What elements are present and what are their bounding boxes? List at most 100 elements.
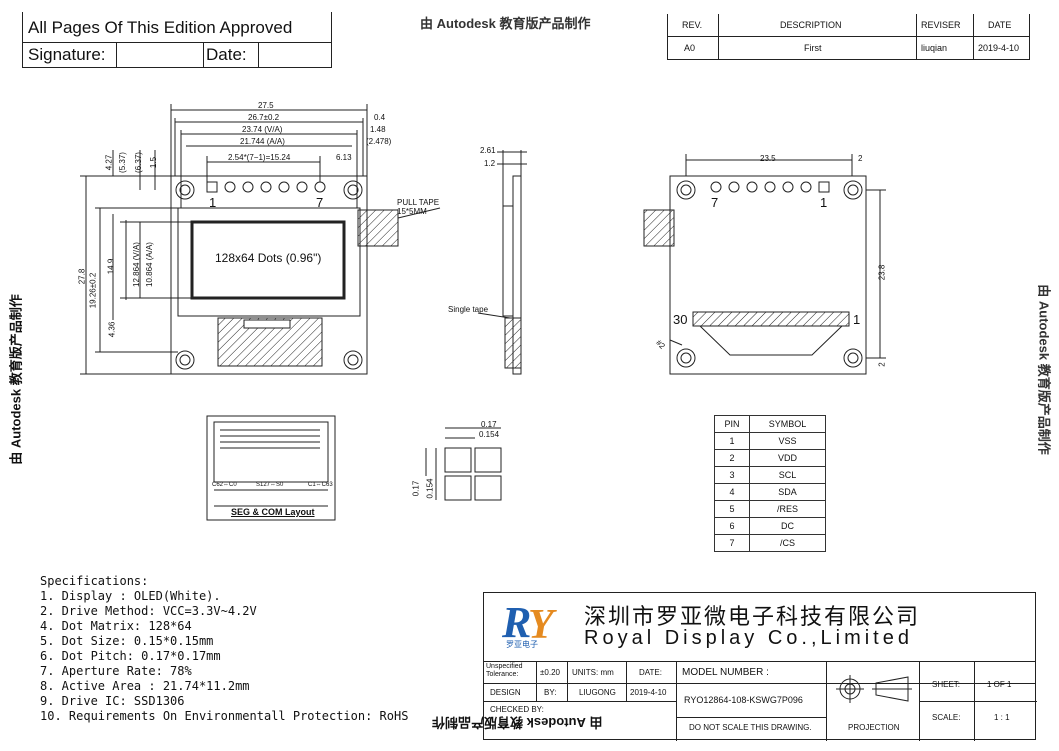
tb-col-7 [974,661,975,741]
sheet-value: 1 OF 1 [987,680,1012,689]
pin-row-7-symbol: /CS [749,534,826,552]
approval-divider [23,42,331,43]
date-value-divider [258,42,259,68]
tolerance-value: ±0.20 [540,668,560,677]
seg-com-label-s127: S127⇔S0 [256,482,284,488]
pin-row-3-pin: 3 [714,466,750,484]
design-label: DESIGN [490,688,521,697]
model-number-label: MODEL NUMBER : [682,667,769,678]
front-hole-tl [175,180,195,200]
dim-6-37: (6.37) [133,152,143,173]
dot-detail-4 [474,475,502,501]
projection-label: PROJECTION [848,723,900,732]
front-hole-bl [175,350,195,370]
dot-dim-0-154-top: 0.154 [479,430,500,439]
pin-row-4-symbol: SDA [749,483,826,501]
back-hole-bl [676,348,696,368]
front-pin-3 [242,181,254,193]
back-fpc-outline [699,325,843,356]
back-hole-tr [843,180,863,200]
spec-item: 6. Dot Pitch: 0.17*0.17mm [40,649,221,663]
pin-row-5-pin: 5 [714,500,750,518]
seg-com-outline [206,415,336,521]
tb-col-1 [536,661,537,701]
pin-row-7-pin: 7 [714,534,750,552]
projection-symbol [836,675,912,703]
design-date: 2019-4-10 [630,688,667,697]
by-label: BY: [544,688,557,697]
dim-19-26: 19.26±0.2 [88,272,98,309]
dot-dim-0-17-left: 0.17 [411,480,421,497]
watermark-top: 由 Autodesk 教育版产品制作 [420,16,591,31]
pin-header: PIN [714,415,750,433]
side-view-glass [502,205,514,317]
dim-4-36: 4.36 [107,321,117,338]
dim-14-9: 14.9 [106,258,116,275]
seg-com-label-c62: C62⇔C0 [212,482,237,488]
description-value: First [804,43,822,53]
front-hole-tr [343,180,363,200]
dim-10-864: 10.864 (A/A) [144,242,154,287]
dim-4-27: 4.27 [104,154,114,171]
sheet-label: SHEET: [932,680,961,689]
side-dim-1-2: 1.2 [484,159,496,168]
front-pin-5 [278,181,290,193]
no-scale-note: DO NOT SCALE THIS DRAWING. [689,723,812,732]
spec-item: 10. Requirements On Environmentall Prote… [40,709,409,723]
front-hole-br [343,350,363,370]
front-pin-7-label: 7 [316,195,324,210]
logo-letter-y: Y [528,602,554,648]
tb-row-line-4 [676,717,826,718]
back-dim-23-5: 23.5 [760,154,776,163]
date-header-label: DATE: [639,668,662,677]
symbol-header: SYMBOL [749,415,826,433]
spec-item: 1. Display : OLED(White). [40,589,221,603]
dim-pitch: 2.54*(7−1)=15.24 [228,153,291,162]
pull-tape-size: 15*5MM [397,207,427,216]
pin-row-5-symbol: /RES [749,500,826,518]
pin-row-1-symbol: VSS [749,432,826,450]
scale-label: SCALE: [932,713,961,722]
checked-by-label: CHECKED BY: [490,705,544,714]
back-hole-tl [676,180,696,200]
revision-col-3 [973,14,974,59]
pin-row-1-pin: 1 [714,432,750,450]
specs-title: Specifications: [40,574,149,588]
back-module-outline [669,175,867,375]
signature-divider [116,42,117,68]
date-value: 2019-4-10 [978,43,1020,53]
pull-tape-label: PULL TAPE [397,198,440,207]
units-label: UNITS: mm [572,668,614,677]
dot-detail-3 [444,475,472,501]
back-dim-2-bottom: 2 [877,362,887,367]
front-pin-2 [224,181,236,193]
description-header: DESCRIPTION [780,20,842,30]
tb-row-line-2 [484,683,1035,684]
date-label: Date: [206,45,247,64]
side-view-fpc [504,317,522,369]
dim-21-744: 21.744 (A/A) [240,137,285,146]
dim-1-5: 1.5 [149,156,159,169]
spec-item: 5. Dot Size: 0.15*0.15mm [40,634,214,648]
dim-6-13: 6.13 [336,153,352,162]
front-module-outline [170,175,368,375]
revision-row-divider [668,36,1029,37]
front-glass-outline [177,207,361,317]
screen-label: 128x64 Dots (0.96") [215,251,322,265]
pin-row-3-symbol: SCL [749,466,826,484]
back-fpc-connector [692,311,850,327]
revision-table: REV. DESCRIPTION REVISER DATE A0 First l… [667,14,1030,60]
tolerance-label: Unspecified Tolerance: [486,663,523,678]
front-pin-6 [296,181,308,193]
back-dim-2-top: 2 [858,154,863,163]
reviser-value: liuqian [921,43,948,53]
tb-col-4 [676,661,677,741]
front-pin-4 [260,181,272,193]
spec-item: 8. Active Area : 21.74*11.2mm [40,679,250,693]
back-dim-23-8: 23.8 [877,264,887,281]
rev-header: REV. [682,20,703,30]
approval-title: All Pages Of This Edition Approved [28,18,293,37]
specifications: Specifications: 1. Display : OLED(White)… [40,574,408,724]
signature-label: Signature: [28,45,106,64]
